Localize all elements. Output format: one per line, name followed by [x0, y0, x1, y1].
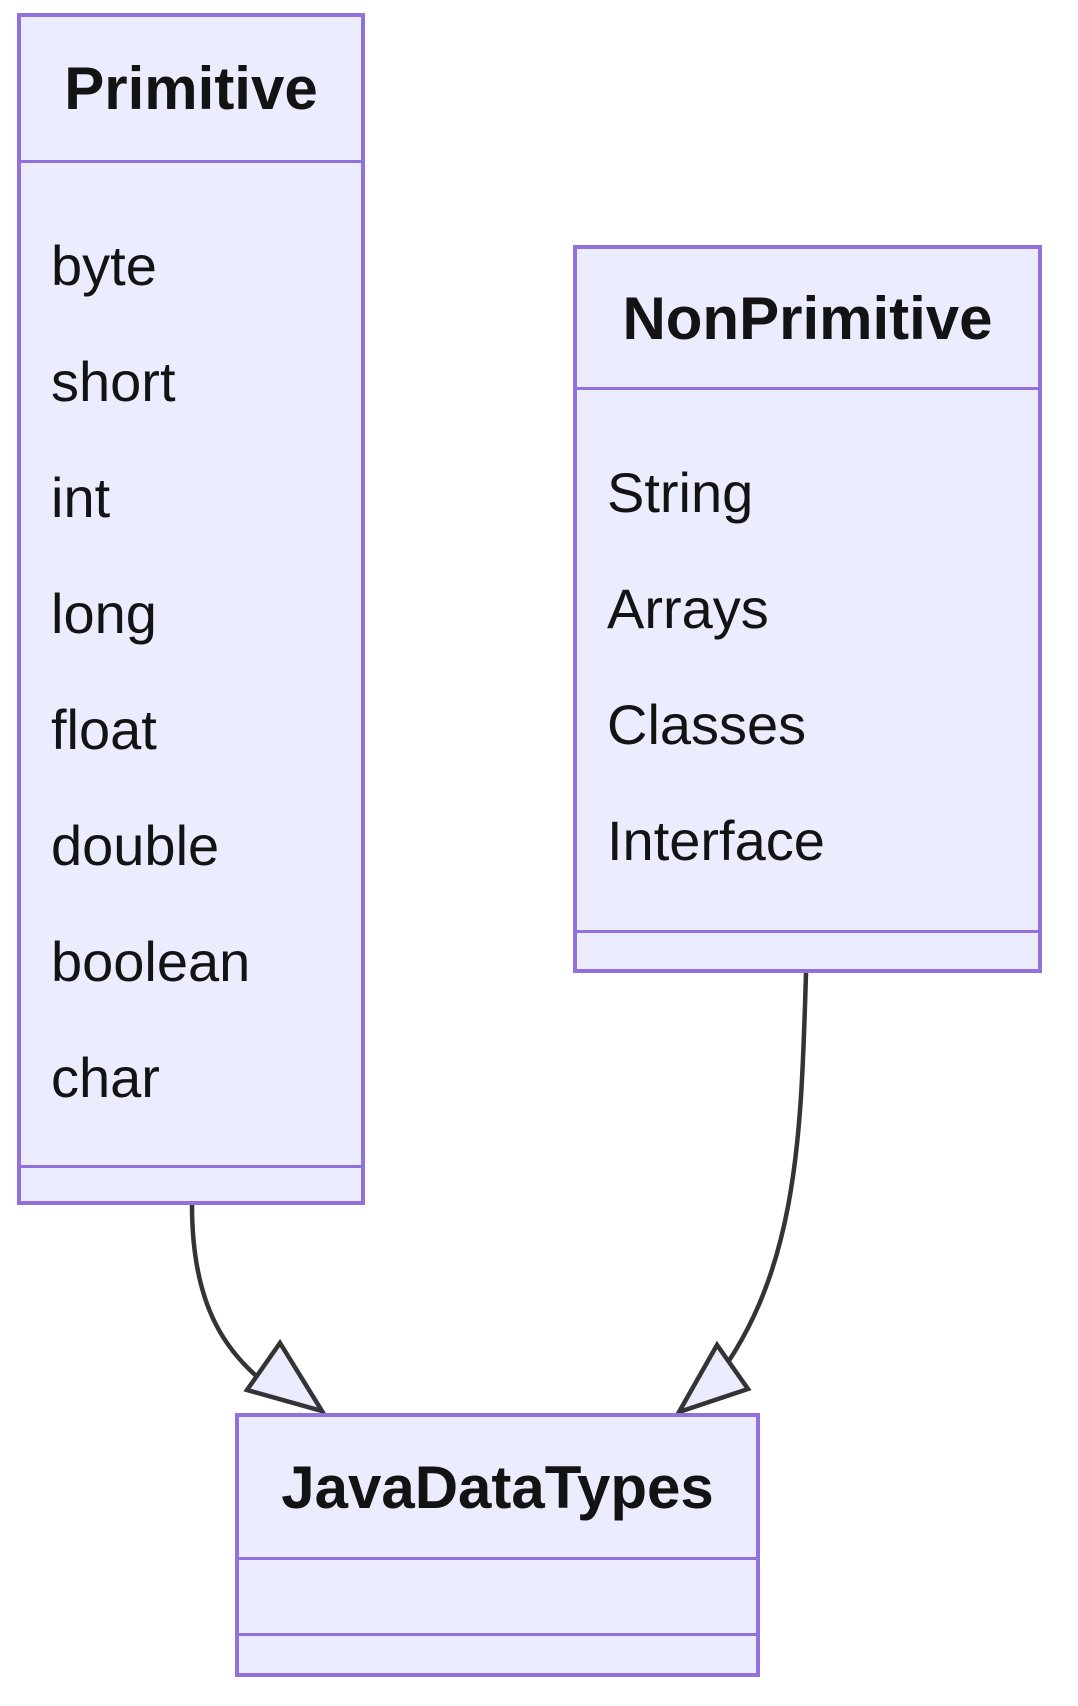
- inheritance-arrowhead-primitive-icon: [243, 1338, 327, 1415]
- members-compartment-javadatatypes: [239, 1560, 756, 1633]
- member-row: Interface: [607, 809, 825, 872]
- member-row: double: [51, 814, 220, 877]
- class-box-nonprimitive: NonPrimitive String Arrays Classes Inter…: [573, 245, 1042, 973]
- member-row: boolean: [51, 930, 251, 993]
- class-box-javadatatypes: JavaDataTypes: [235, 1413, 760, 1677]
- members-compartment-nonprimitive: String Arrays Classes Interface: [577, 390, 1038, 930]
- inheritance-arrowhead-nonprimitive-icon: [674, 1340, 752, 1416]
- member-row: short: [51, 350, 176, 413]
- class-title-nonprimitive: NonPrimitive: [577, 249, 1038, 390]
- member-row: String: [607, 461, 754, 524]
- class-box-primitive: Primitive byte short int long float doub…: [17, 13, 365, 1205]
- member-row: Arrays: [607, 577, 769, 640]
- member-row: byte: [51, 234, 157, 297]
- members-compartment-primitive: byte short int long float double boolean…: [21, 163, 361, 1165]
- methods-compartment-javadatatypes: [239, 1633, 756, 1673]
- member-row: int: [51, 466, 111, 529]
- methods-compartment-primitive: [21, 1165, 361, 1201]
- edge-nonprimitive-to-javadatatypes: [704, 972, 809, 1394]
- member-row: long: [51, 582, 157, 645]
- member-row: float: [51, 698, 157, 761]
- member-row: char: [51, 1046, 160, 1109]
- class-title-primitive: Primitive: [21, 17, 361, 163]
- methods-compartment-nonprimitive: [577, 930, 1038, 969]
- class-title-javadatatypes: JavaDataTypes: [239, 1417, 756, 1560]
- member-row: Classes: [607, 693, 807, 756]
